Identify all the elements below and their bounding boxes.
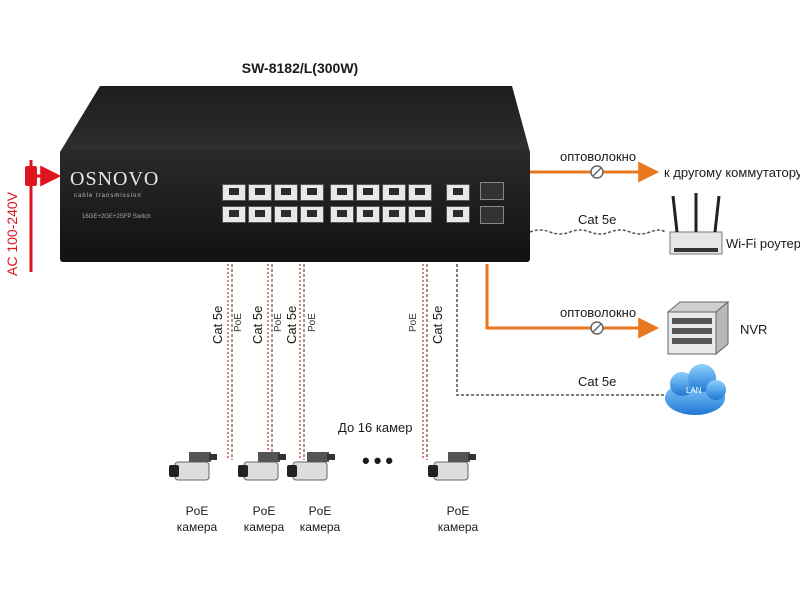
lan-cloud-icon bbox=[665, 364, 726, 415]
rj45-port-7[interactable] bbox=[274, 206, 298, 223]
switch-brand-logo: OSNOVO bbox=[70, 168, 160, 190]
nvr-label: NVR bbox=[740, 322, 768, 337]
rj45-port-8[interactable] bbox=[300, 206, 324, 223]
camera-1-label: PoE камера bbox=[167, 503, 227, 535]
poe-cables bbox=[227, 264, 428, 460]
switch-model-title: SW-8182/L(300W) bbox=[241, 60, 359, 76]
cable-1-cat-label: Cat 5e bbox=[210, 305, 225, 344]
power-plug bbox=[25, 166, 37, 186]
camera-2-label: PoE камера bbox=[234, 503, 294, 535]
fiber-nvr-label: оптоволокно bbox=[560, 305, 637, 320]
switch-model-small: 16GE+2GE+2SFP Switch bbox=[82, 214, 151, 220]
power-label: AC 100-240V bbox=[4, 191, 20, 276]
rj45-port-2[interactable] bbox=[248, 184, 272, 201]
rj45-port-3[interactable] bbox=[274, 184, 298, 201]
camera-2-label-line2: камера bbox=[243, 520, 285, 534]
camera-1-label-line2: камера bbox=[176, 520, 218, 534]
rj45-port-12[interactable] bbox=[408, 184, 432, 201]
rj45-port-5[interactable] bbox=[222, 206, 246, 223]
switch-top-panel bbox=[60, 86, 530, 152]
fiber-top-label: оптоволокно bbox=[560, 149, 637, 164]
lan-cloud-label: LAN bbox=[686, 386, 702, 395]
camera-1-label-line1: PoE bbox=[185, 504, 209, 518]
rj45-port-10[interactable] bbox=[356, 184, 380, 201]
rj45-port-13[interactable] bbox=[330, 206, 354, 223]
camera-3-icon bbox=[287, 452, 335, 481]
wifi-router-label: Wi-Fi роутер bbox=[726, 236, 800, 251]
camera-2-icon bbox=[238, 452, 286, 481]
camera-4-icon bbox=[428, 452, 476, 481]
cable-4-cat-label: Cat 5e bbox=[430, 305, 445, 344]
nvr-icon bbox=[666, 300, 730, 356]
wifi-router-icon bbox=[669, 193, 723, 255]
rj45-port-1[interactable] bbox=[222, 184, 246, 201]
cable-4-poe-label: PoE bbox=[408, 313, 419, 332]
sfp-port-2[interactable] bbox=[480, 206, 504, 224]
rj45-port-4[interactable] bbox=[300, 184, 324, 201]
rj45-port-9[interactable] bbox=[330, 184, 354, 201]
fiber-top-target-label: к другому коммутатору bbox=[664, 165, 800, 180]
rj45-port-6[interactable] bbox=[248, 206, 272, 223]
sfp-port-1[interactable] bbox=[480, 182, 504, 200]
cat5e-router-label: Cat 5e bbox=[578, 212, 617, 227]
cable-2-cat-label: Cat 5e bbox=[250, 305, 265, 344]
camera-4-label: PoE камера bbox=[428, 503, 488, 535]
cable-1-poe-label: PoE bbox=[233, 313, 244, 332]
rj45-port-17[interactable] bbox=[446, 184, 470, 201]
camera-4-label-line1: PoE bbox=[446, 504, 470, 518]
camera-3-label-line1: PoE bbox=[308, 504, 332, 518]
cable-3-cat-label: Cat 5e bbox=[284, 305, 299, 344]
rj45-port-16[interactable] bbox=[408, 206, 432, 223]
switch-tagline: cable transmission bbox=[74, 193, 142, 199]
camera-4-label-line2: камера bbox=[437, 520, 479, 534]
rj45-port-15[interactable] bbox=[382, 206, 406, 223]
cat5e-router-cable bbox=[529, 229, 666, 235]
cable-2-poe-label: PoE bbox=[273, 313, 284, 332]
cat5e-lan-label: Cat 5e bbox=[578, 374, 617, 389]
up-to-cameras-label: До 16 камер bbox=[338, 420, 413, 435]
rj45-port-11[interactable] bbox=[382, 184, 406, 201]
cable-3-poe-label: PoE bbox=[307, 313, 318, 332]
more-cameras-ellipsis: ••• bbox=[362, 448, 398, 473]
rj45-port-14[interactable] bbox=[356, 206, 380, 223]
camera-3-label-line2: камера bbox=[299, 520, 341, 534]
camera-1-icon bbox=[169, 452, 217, 481]
cat5e-lan-cable bbox=[456, 264, 665, 396]
rj45-port-18[interactable] bbox=[446, 206, 470, 223]
camera-3-label: PoE камера bbox=[290, 503, 350, 535]
camera-2-label-line1: PoE bbox=[252, 504, 276, 518]
